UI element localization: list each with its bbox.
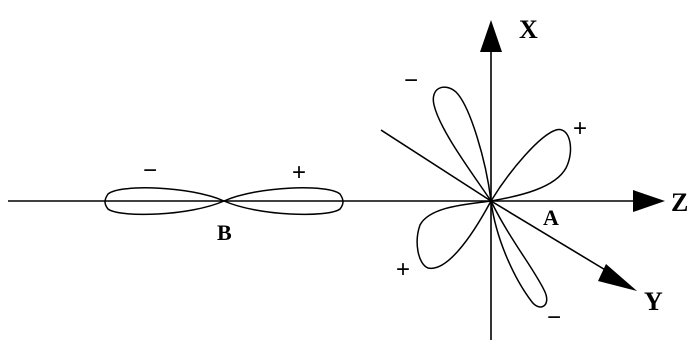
b-lobe-right [222, 187, 344, 216]
sign-a-lower-left: + [396, 256, 410, 283]
point-b-label: B [217, 220, 232, 245]
y-axis-label: Y [644, 287, 663, 316]
sign-b-right: + [292, 159, 306, 186]
a-lobe-lower-left [416, 200, 493, 269]
sign-a-lower-right: − [547, 304, 561, 331]
y-axis-arrowhead [598, 264, 637, 291]
y-axis-line [490, 200, 613, 275]
a-lobe-upper-right [489, 128, 572, 203]
z-axis-label: Z [671, 188, 688, 217]
x-axis-arrowhead [480, 20, 502, 52]
x-axis-label: X [519, 15, 538, 44]
sign-a-upper-left: − [404, 67, 418, 94]
z-axis-arrowhead [633, 190, 665, 212]
a-lobe-upper-left [432, 86, 492, 202]
sign-a-upper-right: + [573, 115, 587, 142]
point-a-label: A [543, 205, 559, 230]
nodal-line [380, 129, 492, 202]
sign-b-left: − [143, 157, 157, 184]
a-lobe-lower-right [490, 200, 548, 308]
b-lobe-left [104, 187, 226, 216]
